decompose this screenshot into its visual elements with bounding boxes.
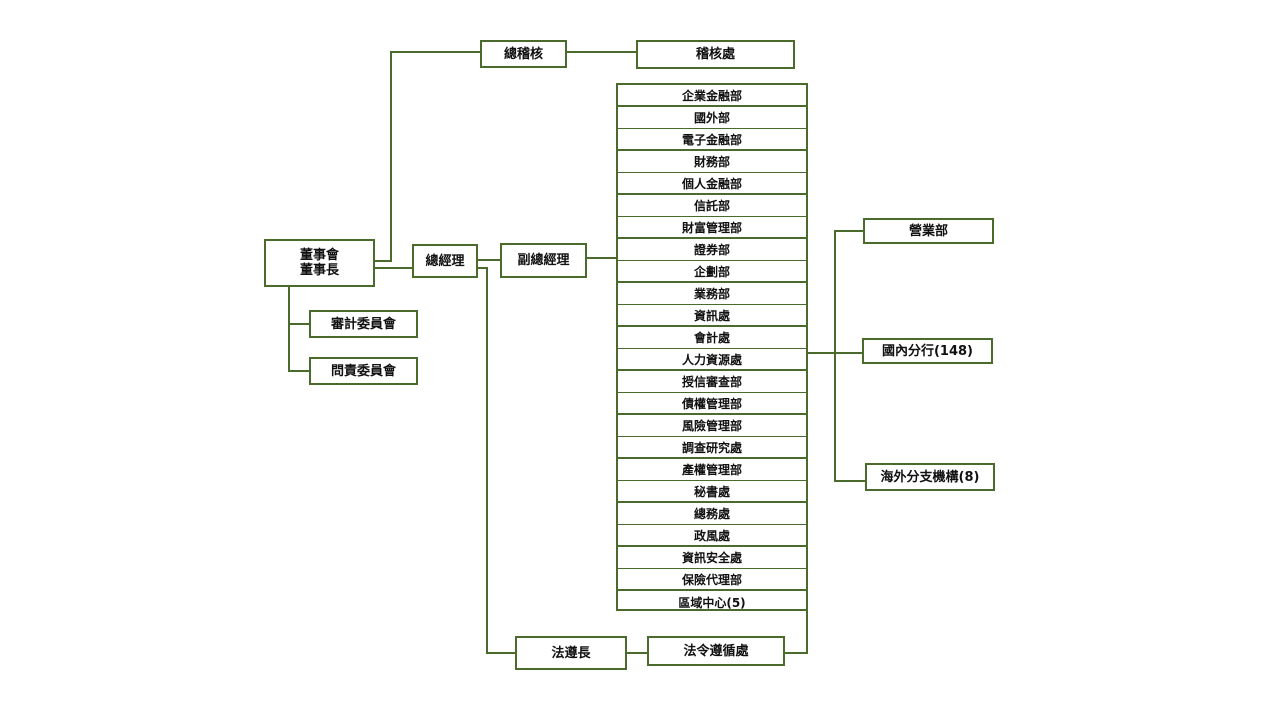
vice-president-label: 副總經理 [517,253,570,268]
connector-cco-to-compliance [626,652,648,654]
connector-board-to-chief-auditor-v [390,51,392,262]
department-row: 調查研究處 [618,437,806,459]
department-row: 企劃部 [618,261,806,283]
connector-to-accountability-committee [288,370,310,372]
connector-board-to-president [374,267,412,269]
department-row: 總務處 [618,503,806,525]
department-row: 風險管理部 [618,415,806,437]
board-box: 董事會 董事長 [264,239,375,287]
president-label: 總經理 [425,253,465,269]
connector-president-to-cco-h [477,267,488,269]
connector-list-to-branches-h [808,352,864,354]
chief-auditor-box: 總稽核 [480,40,567,68]
audit-office-box: 稽核處 [636,40,795,69]
department-row: 債權管理部 [618,393,806,415]
department-list: 企業金融部國外部電子金融部財務部個人金融部信託部財富管理部證券部企劃部業務部資訊… [616,83,808,611]
connector-branches-v [834,230,836,482]
department-row: 業務部 [618,283,806,305]
president-box: 總經理 [412,244,478,278]
department-row: 電子金融部 [618,129,806,151]
connector-president-to-cco-h2 [486,652,516,654]
compliance-office-box: 法令遵循處 [647,636,785,666]
cco-label: 法遵長 [551,645,591,661]
cco-box: 法遵長 [515,636,627,670]
department-row: 資訊處 [618,305,806,327]
connector-to-business-dept [834,230,864,232]
connector-chief-auditor-to-audit-office [566,51,637,53]
connector-vp-to-departments [586,257,616,259]
connector-list-to-compliance-h [784,652,808,654]
audit-committee-label: 審計委員會 [330,316,396,332]
connector-board-to-chief-auditor-h2 [390,51,481,53]
department-row: 國外部 [618,107,806,129]
department-row: 財富管理部 [618,217,806,239]
compliance-office-label: 法令遵循處 [683,643,749,659]
connector-list-to-compliance-v [806,605,808,654]
department-row: 保險代理部 [618,569,806,591]
department-row: 個人金融部 [618,173,806,195]
domestic-branches-box: 國內分行(148) [862,338,993,364]
chairman-label: 董事長 [299,263,339,278]
vice-president-box: 副總經理 [500,243,587,278]
overseas-branches-label: 海外分支機構(8) [880,469,980,485]
department-row: 產權管理部 [618,459,806,481]
department-row: 財務部 [618,151,806,173]
connector-board-to-committees-v [288,286,290,372]
connector-president-to-cco-v [486,267,488,654]
department-row: 證券部 [618,239,806,261]
department-row: 授信審查部 [618,371,806,393]
connector-to-overseas [834,480,866,482]
business-dept-label: 營業部 [908,223,948,239]
department-row: 信託部 [618,195,806,217]
connector-president-to-vp [477,259,501,261]
accountability-committee-box: 問責委員會 [309,357,418,385]
domestic-branches-label: 國內分行(148) [881,343,974,359]
business-dept-box: 營業部 [863,218,994,244]
department-row: 企業金融部 [618,85,806,107]
accountability-committee-label: 問責委員會 [330,363,396,379]
audit-committee-box: 審計委員會 [309,310,418,338]
chief-auditor-label: 總稽核 [503,46,543,62]
overseas-branches-box: 海外分支機構(8) [865,463,995,491]
board-label: 董事會 [299,248,339,263]
department-row: 區域中心(5) [678,595,746,610]
department-row: 秘書處 [618,481,806,503]
department-row: 會計處 [618,327,806,349]
department-row: 人力資源處 [618,349,806,371]
department-row: 政風處 [618,525,806,547]
department-row: 資訊安全處 [618,547,806,569]
connector-board-to-chief-auditor-h1 [374,260,392,262]
audit-office-label: 稽核處 [695,47,735,62]
connector-to-audit-committee [288,323,310,325]
